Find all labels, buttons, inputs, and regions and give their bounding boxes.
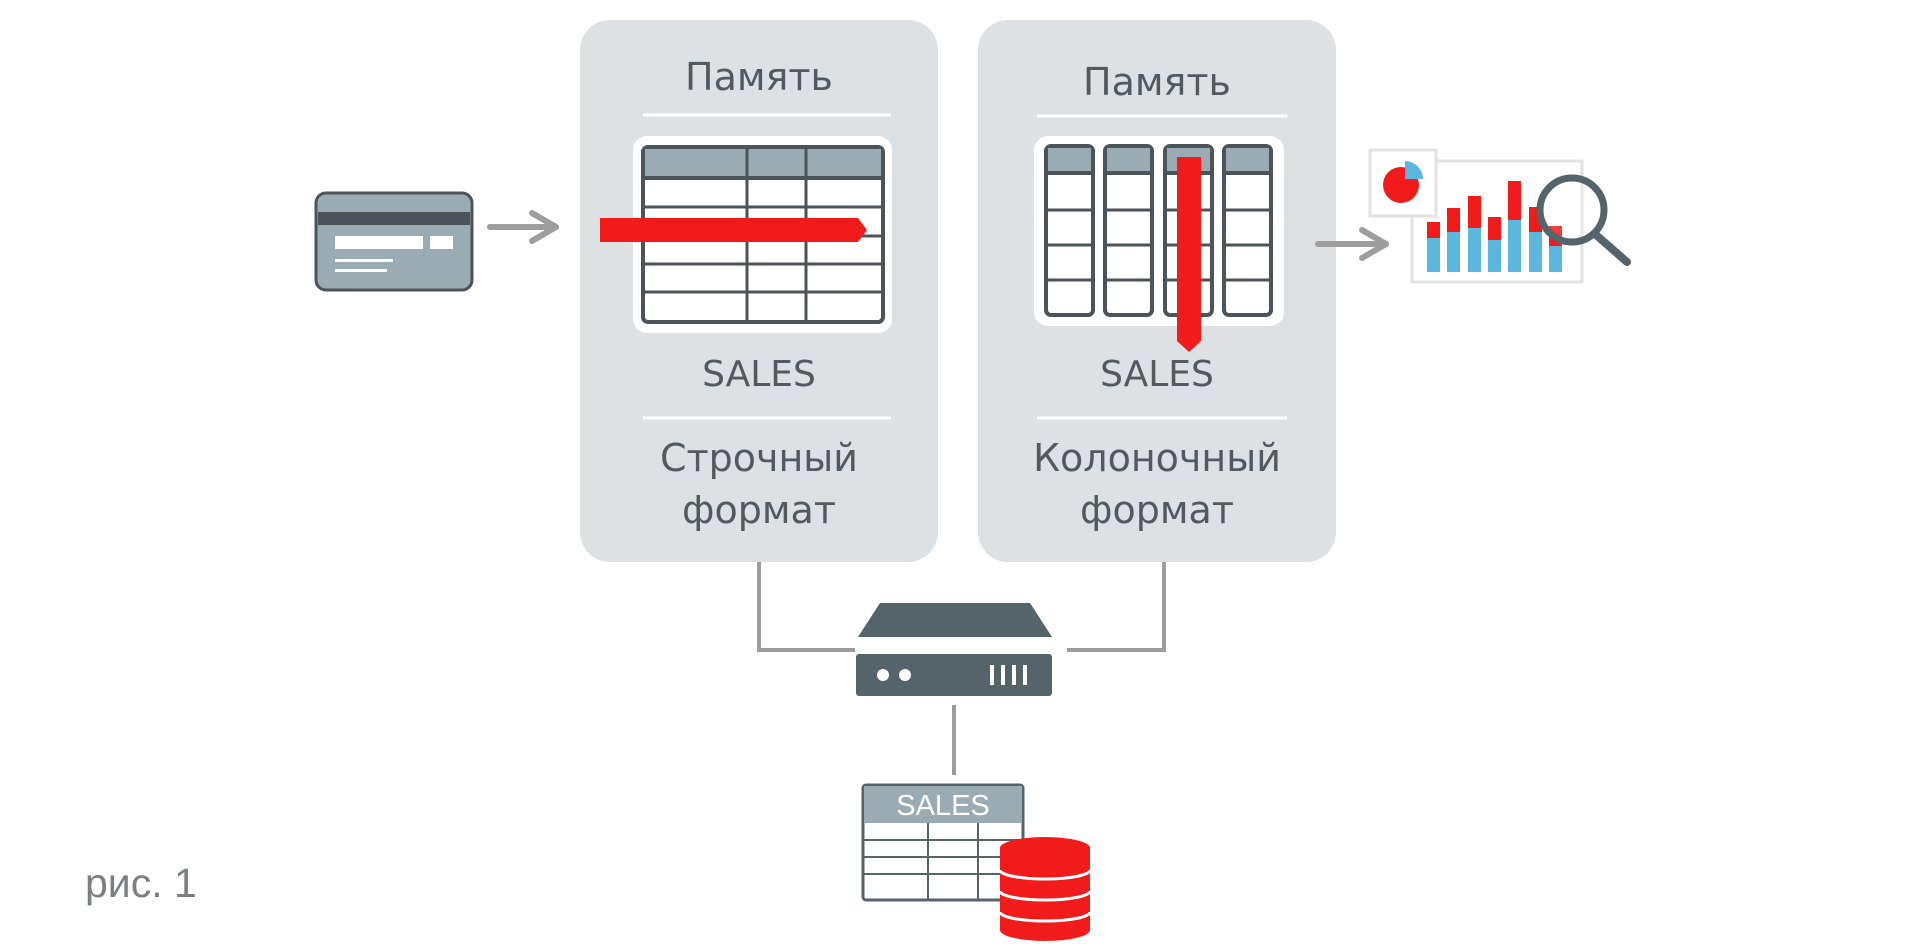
arrow-right-icon [487,210,559,244]
row-format-line2: формат [682,488,836,532]
memory-label: Память [685,55,833,99]
credit-card-icon [314,191,474,292]
row-format-panel: Память SALES Строчный формат [580,20,938,562]
row-format-line1: Строчный [660,436,858,480]
memory-label: Память [1083,60,1231,104]
column-format-line2: формат [1080,488,1234,532]
storage-table-icon: SALES [861,783,1025,902]
server-icon [856,603,1052,696]
column-format-line1: Колоночный [1033,436,1281,480]
arrow-right-icon [1315,227,1389,261]
row-table-label: SALES [702,354,816,395]
connector-lines [757,562,1166,775]
column-format-panel: Память [978,20,1336,562]
storage-table-label: SALES [896,790,990,822]
database-icon [998,837,1092,941]
column-read-arrow [1177,157,1201,352]
row-read-arrow [600,218,867,242]
magnifier-icon [1536,174,1631,266]
pie-chart-icon [1368,148,1438,218]
analytics-chart-icon [1410,159,1584,284]
column-table-label: SALES [1100,354,1214,395]
figure-caption: рис. 1 [85,860,197,906]
